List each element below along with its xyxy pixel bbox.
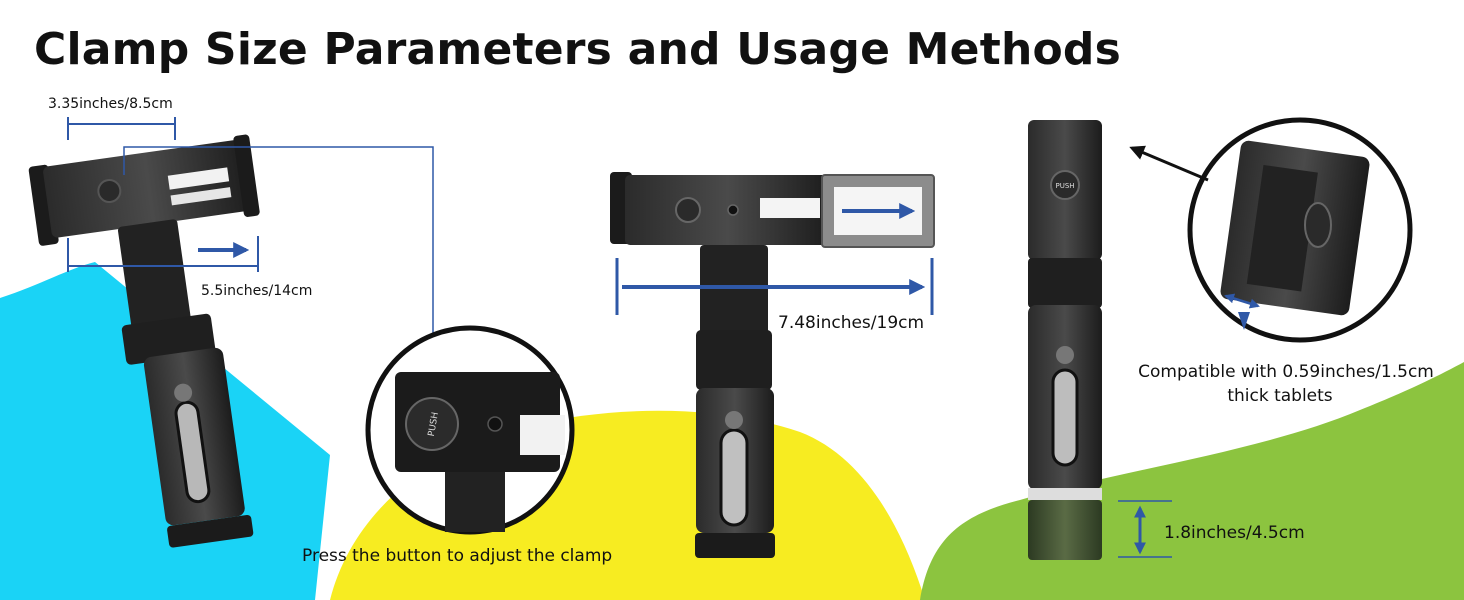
push-button-zoom-icon (405, 397, 459, 451)
clamp-left-arm (117, 219, 192, 336)
clamp-left-jaw-right (233, 134, 260, 217)
zoom-tablet-detail (1129, 117, 1413, 343)
label-clamp-open-width: 5.5inches/14cm (201, 283, 313, 299)
label-press-button-hint: Press the button to adjust the clamp (302, 546, 613, 566)
clamp-left (28, 117, 434, 548)
label-base-height: 1.8inches/4.5cm (1164, 523, 1305, 543)
push-label-right: PUSH (1055, 182, 1074, 190)
zoom-button-detail: PUSH (365, 325, 575, 535)
base-knob (1028, 500, 1102, 560)
screw-icon (174, 383, 193, 402)
clamp-left-head (43, 139, 255, 238)
push-button-icon (97, 178, 122, 203)
label-compat-line1: Compatible with 0.59inches/1.5cm (1138, 362, 1434, 382)
page-title: Clamp Size Parameters and Usage Methods (34, 24, 1121, 75)
thickness-arrow (1224, 293, 1260, 309)
label-compat-line2: thick tablets (1227, 386, 1333, 406)
clamp-right: PUSH (1028, 120, 1172, 560)
pointer-arrow (1129, 145, 1209, 182)
clamp-center (610, 172, 935, 558)
label-clamp-max-width: 7.48inches/19cm (778, 313, 925, 333)
callout-leader (123, 146, 434, 385)
clamp-left-slot (174, 400, 211, 504)
push-label-zoom: PUSH (427, 411, 441, 437)
clamp-left-base (167, 514, 254, 548)
label-clamp-width: 3.35inches/8.5cm (48, 96, 173, 112)
